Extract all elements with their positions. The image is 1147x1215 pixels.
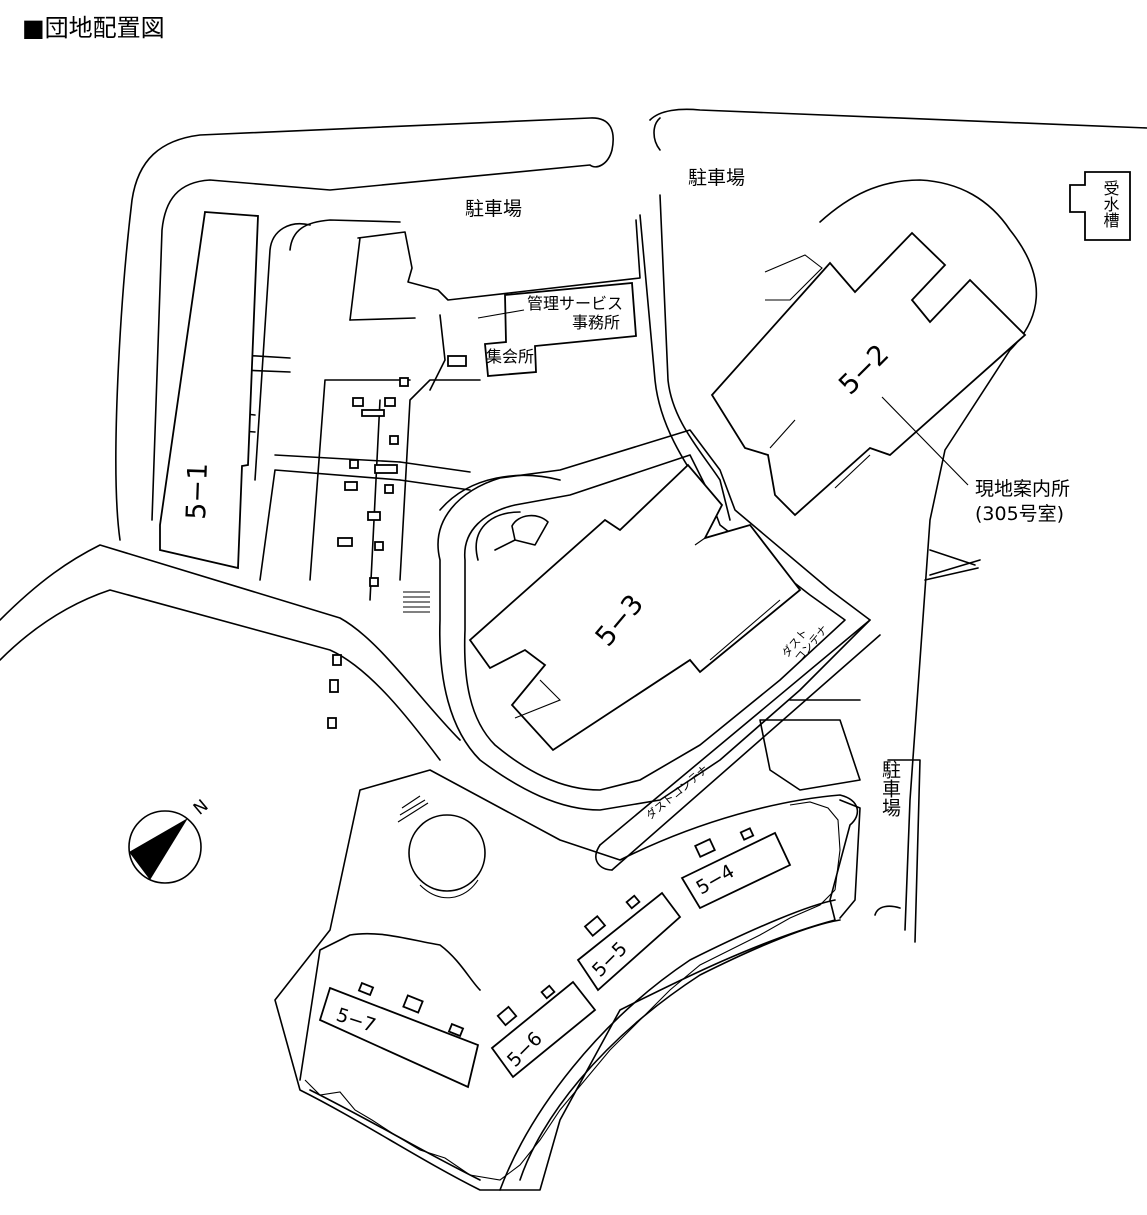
label-management-office-2: 事務所 xyxy=(572,313,620,332)
label-parking-east: 駐車場 xyxy=(879,760,901,818)
building-5-6 xyxy=(490,980,597,1079)
outer-roads xyxy=(0,108,1147,943)
circular-plaza xyxy=(397,514,549,899)
label-water-tank: 受水槽 xyxy=(1101,180,1120,228)
label-site-office: 現地案内所 xyxy=(975,478,1070,500)
label-meeting-hall: 集会所 xyxy=(486,347,534,366)
building-5-7 xyxy=(318,986,480,1089)
building-5-3 xyxy=(468,463,802,752)
compass-north-label: N xyxy=(190,796,213,819)
building-5-4 xyxy=(680,831,792,910)
building-5-5 xyxy=(576,891,682,992)
water-tank xyxy=(1069,171,1131,241)
office-leader-line xyxy=(881,396,969,486)
building-5-1 xyxy=(159,211,259,570)
compass-arrow-icon xyxy=(129,818,188,880)
ring-road xyxy=(437,429,871,811)
north-compass: N xyxy=(128,796,213,884)
management-cluster xyxy=(349,219,641,391)
label-site-office-room: (305号室) xyxy=(975,503,1064,525)
label-management-office: 管理サービス xyxy=(527,294,623,313)
label-building-5-1: 5−1 xyxy=(181,462,214,520)
plaza-features xyxy=(327,377,430,729)
page-title: ■団地配置図 xyxy=(22,14,165,42)
building-5-2 xyxy=(710,231,1027,517)
service-road xyxy=(595,619,881,871)
label-parking-north-west: 駐車場 xyxy=(465,198,522,220)
central-plaza xyxy=(227,219,481,601)
south-area xyxy=(274,769,861,1191)
label-parking-north-east: 駐車場 xyxy=(688,167,745,189)
